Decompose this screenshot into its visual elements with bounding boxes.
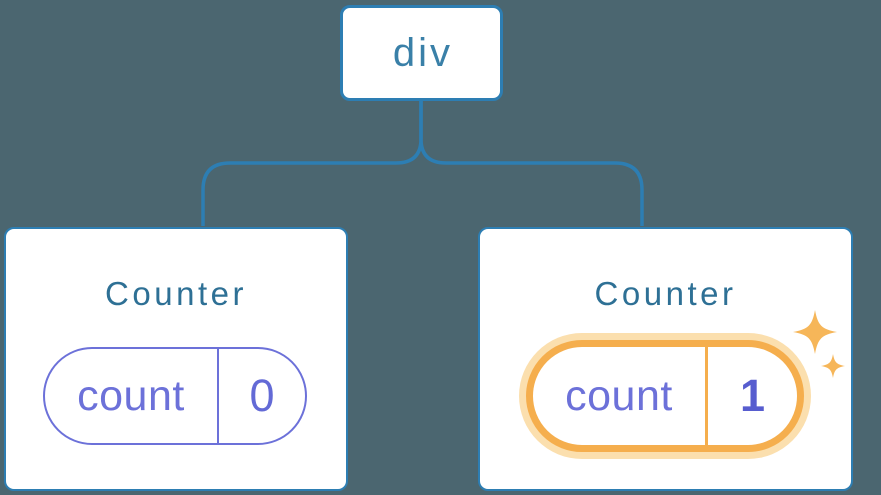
component-title-left: Counter — [105, 275, 247, 312]
sparkles-icon — [793, 310, 845, 378]
state-value-right: 1 — [739, 370, 766, 421]
root-node-div: div — [340, 5, 503, 101]
pill-divider-left — [217, 349, 219, 443]
pill-divider-right — [705, 347, 708, 445]
state-key-label-left: count — [77, 371, 185, 420]
sparkle-icon-large — [793, 310, 837, 354]
state-pill-left: count 0 — [43, 347, 307, 445]
connector-right-branch — [419, 101, 644, 226]
connector-left-branch — [201, 101, 423, 226]
counter-card-right: Counter count 1 — [478, 227, 853, 491]
state-pill-highlighted: count 1 — [526, 340, 804, 452]
root-node-label: div — [392, 30, 454, 75]
component-title-right: Counter — [594, 275, 737, 312]
state-value-left: 0 — [249, 370, 275, 421]
counter-card-left: Counter count 0 — [4, 227, 348, 491]
sparkle-icon-small — [821, 354, 845, 378]
state-key-label-right: count — [565, 371, 673, 420]
